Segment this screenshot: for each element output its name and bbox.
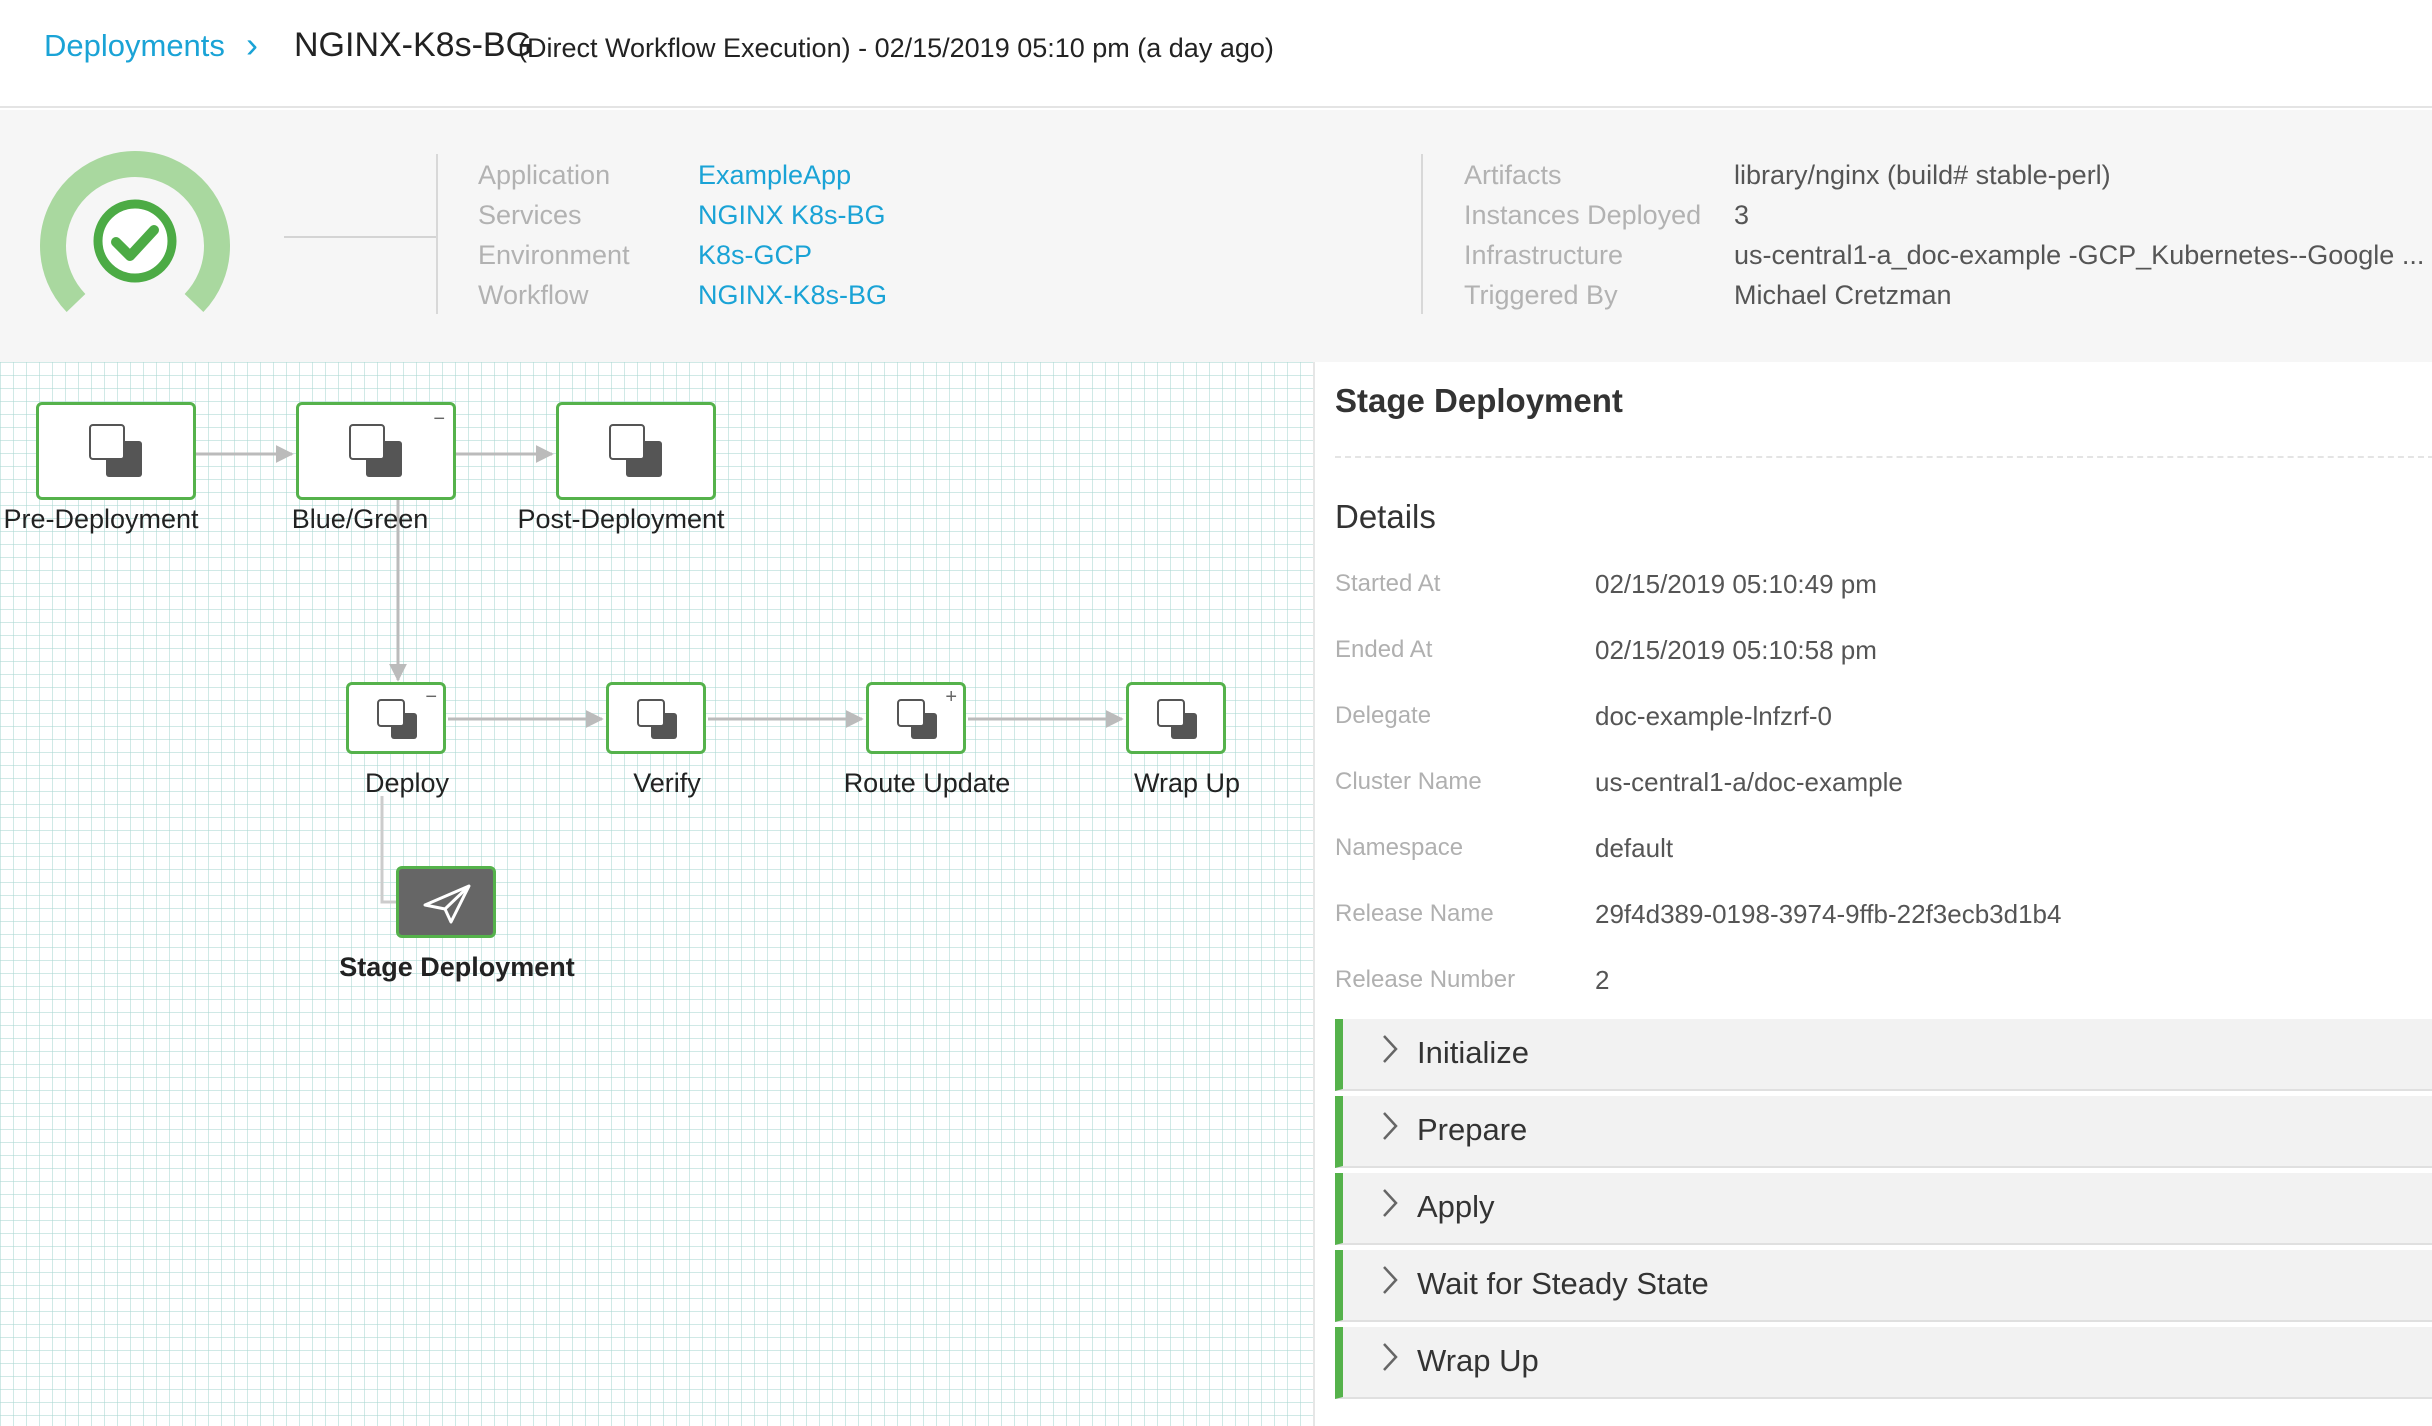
check-circle-icon [40,151,230,313]
environment-link[interactable]: K8s-GCP [698,240,813,270]
step-label: Verify [633,768,701,798]
infrastructure-label: Infrastructure [1464,240,1624,270]
step-label: Deploy [364,768,450,798]
detail-label: Release Name [1335,900,1494,927]
step-label: Route Update [843,768,1011,798]
artifacts-value: library/nginx (build# stable-perl) [1734,160,2111,190]
details-heading: Details [1335,498,1436,535]
top-header: Deployments › NGINX-K8s-BG (Direct Workf… [0,0,2432,108]
instances-deployed-label: Instances Deployed [1464,200,1702,230]
stage-post-deployment[interactable] [556,402,716,500]
summary-connector [284,236,436,238]
artifacts-label: Artifacts [1464,160,1562,190]
chevron-right-icon [1383,1112,1398,1140]
paper-plane-icon [423,884,471,924]
workflow-canvas[interactable]: − Pre-Deployment Blue/Green Post-Deploym… [0,362,1313,1426]
section-apply[interactable]: Apply [1335,1173,2432,1245]
step-detail-panel: Stage Deployment Details Started At 02/1… [1313,362,2432,1426]
stage-pre-deployment[interactable] [36,402,196,500]
triggered-by-value: Michael Cretzman [1734,280,1952,310]
section-label: Initialize [1417,1035,1529,1070]
workflow-connectors [196,445,1124,904]
workflow-label: Workflow [478,280,589,310]
section-initialize[interactable]: Initialize [1335,1019,2432,1091]
section-wait-for-steady-state[interactable]: Wait for Steady State [1335,1250,2432,1322]
section-wrap-up[interactable]: Wrap Up [1335,1327,2432,1399]
workflow-node-icon [377,699,405,727]
detail-label: Release Number [1335,966,1516,993]
stage-label: Blue/Green [291,504,429,534]
stage-blue-green[interactable]: − [296,402,456,500]
breadcrumb-deployments-link[interactable]: Deployments [44,28,225,63]
workflow-node-icon [349,424,385,460]
section-label: Prepare [1417,1112,1528,1147]
workflow-node-icon [609,424,645,460]
stage-label: Pre-Deployment [3,504,199,534]
step-label: Wrap Up [1133,768,1241,798]
detail-value: 02/15/2019 05:10:58 pm [1595,635,1877,665]
section-label: Wait for Steady State [1417,1266,1709,1301]
step-deploy[interactable]: − [346,682,446,754]
detail-value: doc-example-lnfzrf-0 [1595,701,1832,731]
page-subtitle: (Direct Workflow Execution) - 02/15/2019… [518,33,1274,63]
workflow-node-icon [637,699,665,727]
environment-label: Environment [478,240,630,270]
services-label: Services [478,200,582,230]
collapse-icon[interactable]: − [425,686,437,708]
section-prepare[interactable]: Prepare [1335,1096,2432,1168]
detail-value: default [1595,833,1674,863]
expand-icon[interactable]: + [945,686,957,708]
panel-divider [1335,456,2432,458]
detail-label: Ended At [1335,636,1433,663]
step-route-update[interactable]: + [866,682,966,754]
application-link[interactable]: ExampleApp [698,160,852,190]
application-label: Application [478,160,611,190]
detail-label: Namespace [1335,834,1464,861]
detail-value: 2 [1595,965,1610,995]
section-label: Apply [1417,1189,1495,1224]
summary-divider [436,154,438,314]
breadcrumb-chevron-icon: › [246,24,258,65]
workflow-node-icon [897,699,925,727]
detail-label: Cluster Name [1335,768,1482,795]
chevron-right-icon [1383,1189,1398,1217]
step-wrap-up[interactable] [1126,682,1226,754]
detail-label: Started At [1335,570,1441,597]
workflow-link[interactable]: NGINX-K8s-BG [698,280,888,310]
workflow-node-icon [1157,699,1185,727]
detail-value: 29f4d389-0198-3974-9ffb-22f3ecb3d1b4 [1595,899,2062,929]
selected-step-label: Stage Deployment [339,952,575,982]
workflow-node-icon [89,424,125,460]
detail-value: us-central1-a/doc-example [1595,767,1903,797]
services-link[interactable]: NGINX K8s-BG [698,200,886,230]
stage-label: Post-Deployment [517,504,725,534]
chevron-right-icon [1383,1035,1398,1063]
collapse-icon[interactable]: − [433,408,445,430]
chevron-right-icon [1383,1343,1398,1371]
detail-label: Delegate [1335,702,1432,729]
summary-divider [1421,154,1423,314]
detail-value: 02/15/2019 05:10:49 pm [1595,569,1877,599]
section-label: Wrap Up [1417,1343,1539,1378]
step-stage-deployment[interactable] [396,866,496,938]
panel-title: Stage Deployment [1335,382,1623,419]
infrastructure-value: us-central1-a_doc-example -GCP_Kubernete… [1734,240,2425,270]
execution-summary: Application ExampleApp Services NGINX K8… [0,110,2432,362]
instances-deployed-value: 3 [1734,200,1750,230]
step-verify[interactable] [606,682,706,754]
triggered-by-label: Triggered By [1464,280,1618,310]
page-title: NGINX-K8s-BG [294,26,533,64]
chevron-right-icon [1383,1266,1398,1294]
